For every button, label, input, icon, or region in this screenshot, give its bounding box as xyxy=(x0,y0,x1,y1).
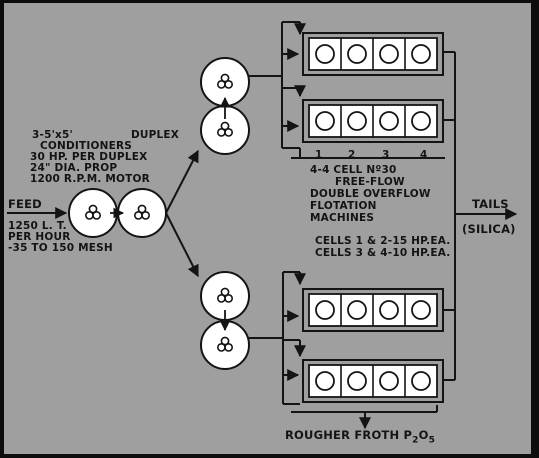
cell-number-1: 1 xyxy=(315,149,323,161)
froth-lines xyxy=(291,157,445,430)
machine-label-4: FLOTATION xyxy=(310,200,377,212)
cell-number-3: 3 xyxy=(382,149,390,161)
rougher-froth-sub-2: 2 xyxy=(412,435,419,446)
conditioner-label-5: 24" DIA. PROP xyxy=(30,162,118,174)
conditioner-label-6: 1200 R.P.M. MOTOR xyxy=(30,173,150,185)
feed-conditioner xyxy=(68,188,167,238)
tails-label: TAILS xyxy=(472,197,509,211)
conditioner-label-1: 3-5'x5' xyxy=(32,129,73,141)
machine-label-1: 4-4 CELL Nº30 xyxy=(310,164,397,176)
rougher-froth-label: ROUGHER FROTH P2O5 xyxy=(285,429,435,447)
conditioner-label-2: DUPLEX xyxy=(131,129,180,141)
upper-distribution xyxy=(248,21,306,158)
rougher-froth-text: ROUGHER FROTH P xyxy=(285,428,413,442)
conditioner-label-3: CONDITIONERS xyxy=(40,140,133,152)
machine-label-2: FREE-FLOW xyxy=(335,176,405,188)
flotation-machine-2 xyxy=(302,99,444,143)
flotation-machine-3 xyxy=(302,288,444,332)
rougher-froth-o: O xyxy=(418,428,429,442)
cell-number-4: 4 xyxy=(420,149,428,161)
upper-conditioner xyxy=(200,57,250,155)
rougher-froth-sub-5: 5 xyxy=(428,435,436,446)
split-lines xyxy=(165,149,199,278)
cells-hp-label-1: CELLS 1 & 2-15 HP.EA. xyxy=(315,235,451,247)
feed-rate-label: 1250 L. T. xyxy=(8,220,67,232)
cells-hp-label-2: CELLS 3 & 4-10 HP.EA. xyxy=(315,247,451,259)
feed-mesh-label: -35 TO 150 MESH xyxy=(8,242,113,254)
feed-per-hour-label: PER HOUR xyxy=(8,231,71,243)
flotation-machine-1 xyxy=(302,32,444,76)
lower-distribution xyxy=(248,271,306,405)
lower-conditioner xyxy=(200,271,250,370)
cell-number-2: 2 xyxy=(348,149,356,161)
machine-label-3: DOUBLE OVERFLOW xyxy=(310,188,431,200)
machine-label-5: MACHINES xyxy=(310,212,375,224)
tails-lines xyxy=(443,51,518,381)
tails-silica-label: (SILICA) xyxy=(462,222,516,236)
flotation-machine-4 xyxy=(302,359,444,403)
feed-label: FEED xyxy=(8,197,42,211)
conditioner-label-4: 30 HP. PER DUPLEX xyxy=(30,151,148,163)
